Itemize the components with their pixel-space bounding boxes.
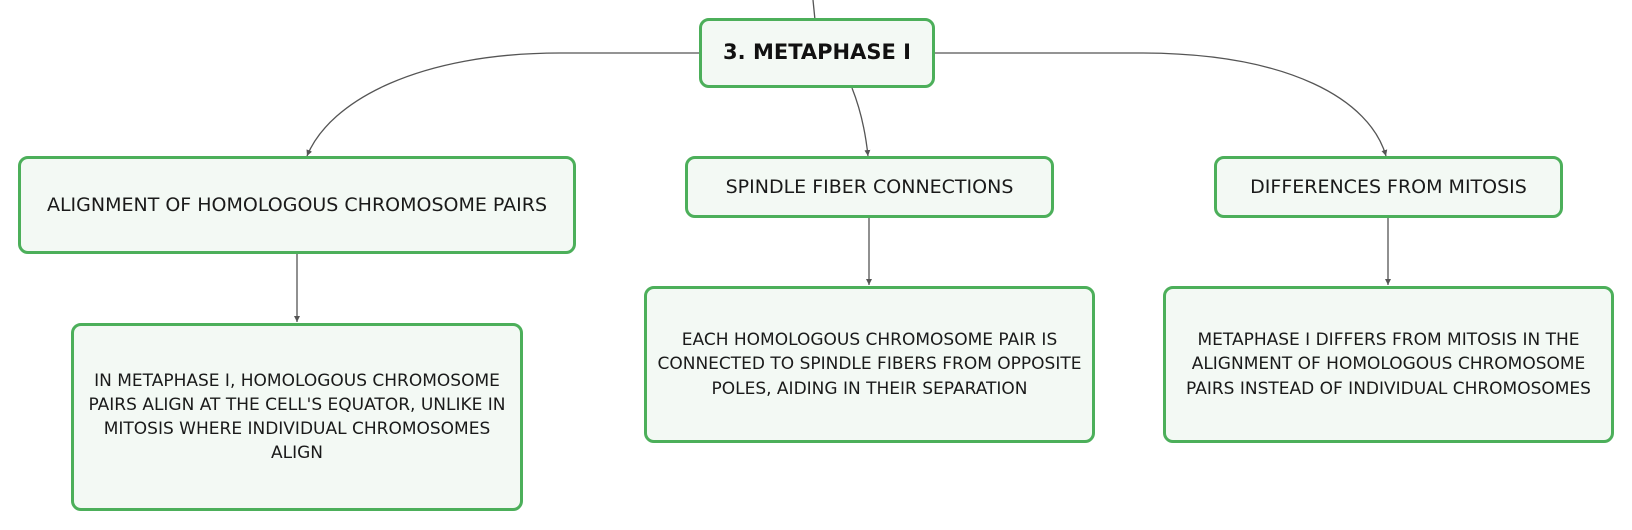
root-node-metaphase-i[interactable]: 3. METAPHASE I [699, 18, 935, 88]
topic-node-label: ALIGNMENT OF HOMOLOGOUS CHROMOSOME PAIRS [46, 193, 548, 216]
topic-node-spindle-fiber[interactable]: SPINDLE FIBER CONNECTIONS [685, 156, 1054, 218]
topic-node-label: DIFFERENCES FROM MITOSIS [1250, 175, 1527, 198]
root-node-label: 3. METAPHASE I [723, 40, 911, 65]
topic-node-alignment[interactable]: ALIGNMENT OF HOMOLOGOUS CHROMOSOME PAIRS [18, 156, 576, 254]
connector-root-to-differences [935, 52, 1388, 157]
connector-incoming [812, 0, 816, 21]
detail-node-alignment[interactable]: IN METAPHASE I, HOMOLOGOUS CHROMOSOME PA… [71, 323, 523, 511]
topic-node-label: SPINDLE FIBER CONNECTIONS [725, 175, 1014, 198]
connector-root-to-spindle [851, 87, 871, 157]
connector-root-to-alignment [306, 52, 699, 157]
detail-node-differences[interactable]: METAPHASE I DIFFERS FROM MITOSIS IN THE … [1163, 286, 1614, 443]
topic-node-differences[interactable]: DIFFERENCES FROM MITOSIS [1214, 156, 1563, 218]
detail-node-text: IN METAPHASE I, HOMOLOGOUS CHROMOSOME PA… [88, 370, 506, 464]
detail-node-spindle-fiber[interactable]: EACH HOMOLOGOUS CHROMOSOME PAIR IS CONNE… [644, 286, 1095, 443]
detail-node-text: EACH HOMOLOGOUS CHROMOSOME PAIR IS CONNE… [657, 330, 1082, 399]
detail-node-text: METAPHASE I DIFFERS FROM MITOSIS IN THE … [1186, 330, 1591, 399]
